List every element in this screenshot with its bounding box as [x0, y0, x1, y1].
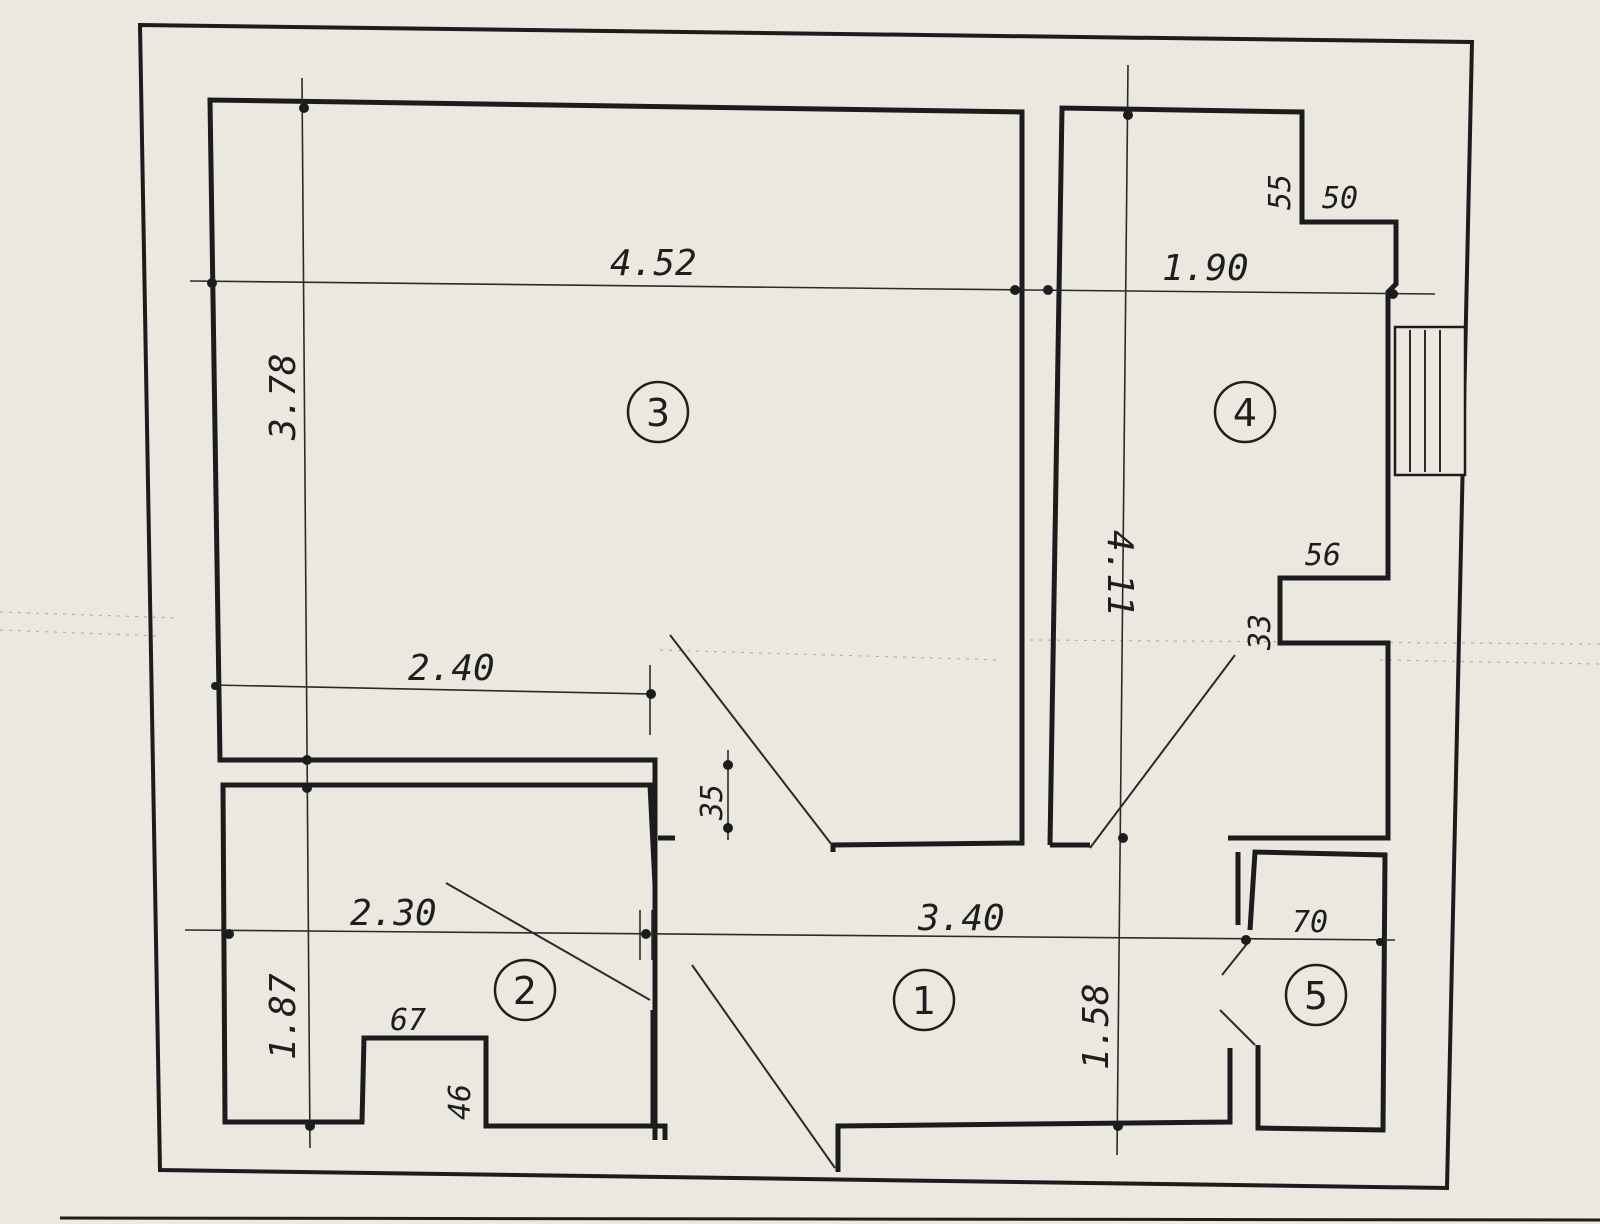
dim-room3-width: 4.52 [610, 243, 697, 284]
room-5-walls [1247, 849, 1388, 1133]
room-3-walls [207, 97, 1025, 1140]
dimension-lines [184, 64, 1436, 1156]
room-1-marker: 1 [892, 968, 956, 1032]
room-1-number: 1 [912, 979, 936, 1023]
scan-noise [0, 611, 1600, 665]
dim-room4-recess-width: 56 [1305, 538, 1341, 573]
dim-room2-width: 2.30 [350, 893, 437, 934]
paper-edge [59, 1216, 1600, 1222]
dim-room2-notch-width: 67 [390, 1003, 426, 1038]
dim-room2-notch-depth: 46 [443, 1084, 478, 1120]
door-swings [445, 634, 1256, 1169]
room-1-walls [835, 1048, 1233, 1172]
room-5-number: 5 [1304, 974, 1328, 1018]
room-3-number: 3 [646, 391, 670, 435]
room-3-marker: 3 [626, 380, 690, 444]
building-outline [137, 22, 1475, 1191]
room-4-number: 4 [1233, 391, 1257, 435]
room-2-number: 2 [513, 969, 537, 1013]
room-5-marker: 5 [1284, 963, 1348, 1027]
dim-room3-partial: 2.40 [408, 648, 495, 689]
dim-wall-offset: 35 [695, 784, 730, 821]
room-2-walls [220, 782, 668, 1140]
dim-room2-depth: 1.87 [263, 973, 304, 1060]
dim-room4-niche-depth: 55 [1263, 174, 1298, 210]
room-2-marker: 2 [493, 958, 557, 1022]
dimension-ticks [207, 103, 1398, 1131]
dim-room1-depth: 1.58 [1076, 983, 1117, 1070]
window [1393, 325, 1467, 477]
dim-room3-depth: 3.78 [263, 353, 304, 441]
dim-room4-width: 1.90 [1162, 248, 1249, 289]
dim-room5-width: 70 [1292, 905, 1328, 940]
dim-room4-niche-width: 50 [1322, 181, 1358, 216]
dim-room1-width: 3.40 [917, 898, 1005, 939]
dim-room4-depth: 4.11 [1099, 530, 1140, 617]
room-4-walls [1047, 105, 1399, 846]
room-4-marker: 4 [1213, 380, 1277, 444]
dim-room4-recess-depth: 33 [1243, 614, 1278, 651]
